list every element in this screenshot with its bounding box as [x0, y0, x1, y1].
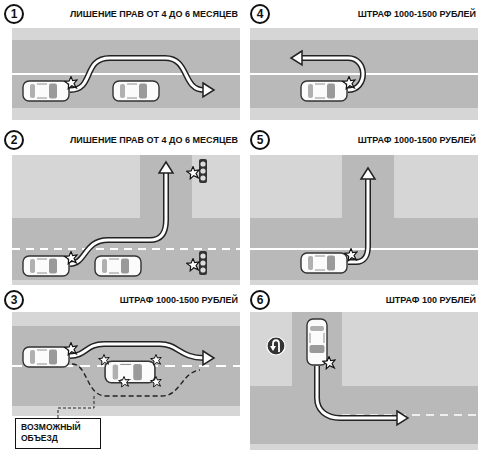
panel-4 — [250, 28, 478, 120]
penalty-header: ШТРАФ 1000-1500 РУБЛЕЙ — [120, 295, 238, 305]
callout-number-text: 1 — [11, 8, 18, 20]
callout-number-text: 5 — [257, 134, 264, 146]
panel-2 — [12, 155, 240, 285]
callout-number: 1 — [4, 4, 24, 24]
penalty-header: ЛИШЕНИЕ ПРАВ ОТ 4 ДО 6 МЕСЯЦЕВ — [70, 9, 238, 19]
panel-3 — [12, 312, 240, 418]
penalty-header: ШТРАФ 100 РУБЛЕЙ — [386, 295, 476, 305]
callout-number-text: 2 — [11, 134, 18, 146]
callout-number: 5 — [250, 130, 270, 150]
callout-number-text: 3 — [11, 294, 18, 306]
panel-5 — [250, 155, 478, 285]
note-text: ВОЗМОЖНЫЙ ОБЪЕЗД — [21, 422, 95, 443]
note-box: ВОЗМОЖНЫЙ ОБЪЕЗД — [15, 418, 101, 449]
callout-number: 6 — [250, 290, 270, 310]
penalty-header: ШТРАФ 1000-1500 РУБЛЕЙ — [358, 135, 476, 145]
callout-number-text: 4 — [257, 8, 264, 20]
penalty-header: ШТРАФ 1000-1500 РУБЛЕЙ — [358, 9, 476, 19]
penalty-header: ЛИШЕНИЕ ПРАВ ОТ 4 ДО 6 МЕСЯЦЕВ — [70, 135, 238, 145]
callout-number: 2 — [4, 130, 24, 150]
panel-6 — [250, 312, 478, 450]
callout-number: 4 — [250, 4, 270, 24]
callout-number-text: 6 — [257, 294, 264, 306]
callout-number: 3 — [4, 290, 24, 310]
panel-1 — [12, 28, 240, 120]
